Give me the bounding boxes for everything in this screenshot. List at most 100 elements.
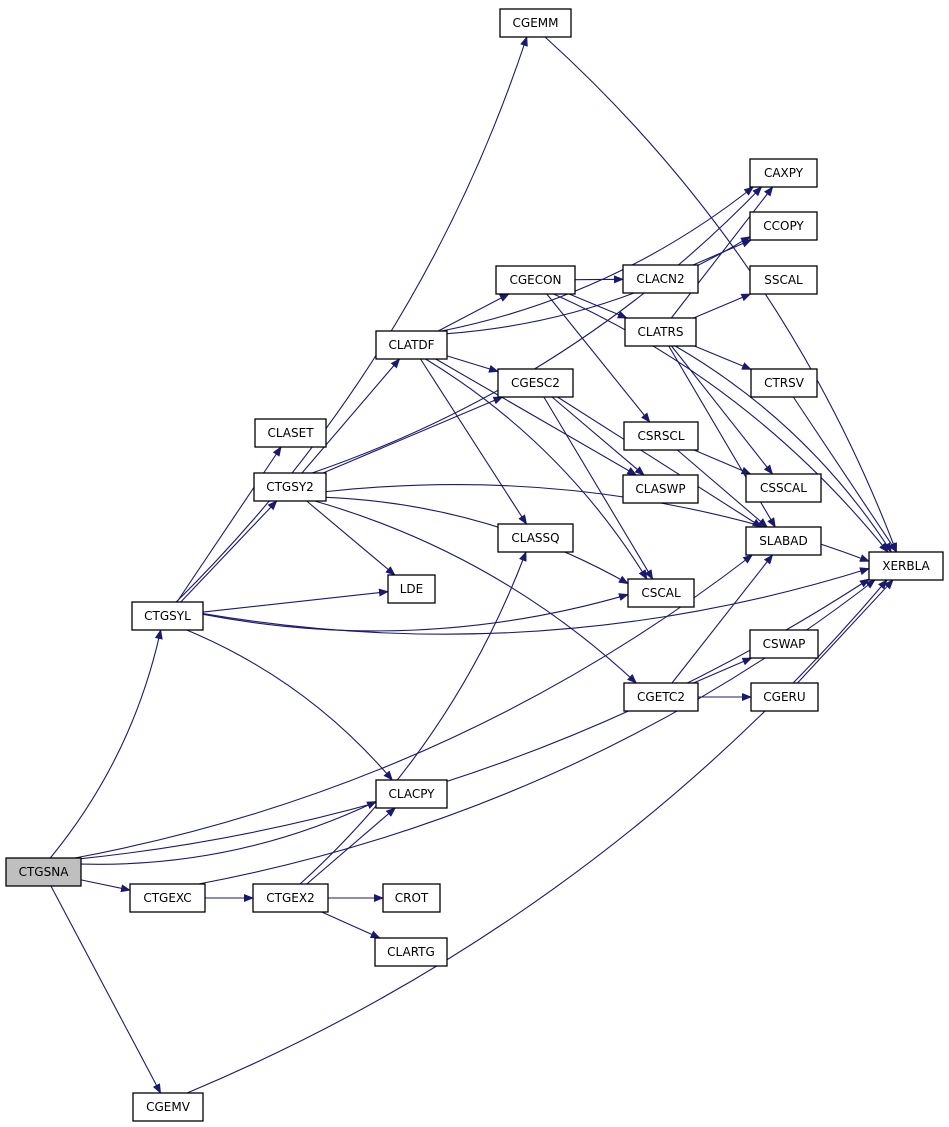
node-label: SLABAD [759,534,807,548]
node-cgesc2[interactable]: CGESC2 [497,368,574,398]
node-ctgsy2[interactable]: CTGSY2 [253,472,327,502]
node-box [627,578,695,608]
edge-cgecon-to-clatrs [568,293,628,319]
node-box [745,473,822,503]
node-box [499,8,572,38]
edge-ctgsna-to-cgemv [50,885,162,1094]
node-xerbla[interactable]: XERBLA [868,551,944,581]
node-ccopy[interactable]: CCOPY [749,211,818,241]
node-clacn2[interactable]: CLACN2 [622,264,699,294]
node-label: CGEMM [513,16,559,30]
node-box [623,421,699,451]
node-box [497,523,574,553]
edge-clatdf-to-cgecon [437,293,510,332]
node-csrscl[interactable]: CSRSCL [623,421,699,451]
node-label: CAXPY [764,166,804,180]
node-clatrs[interactable]: CLATRS [624,317,697,347]
node-clartg[interactable]: CLARTG [374,937,448,967]
node-box [375,330,448,360]
node-cgecon[interactable]: CGECON [495,265,576,295]
node-label: CLATRS [638,325,684,339]
node-box [252,883,329,913]
edge-cgetc2-to-slabad [671,554,774,684]
node-label: CGERU [763,690,805,704]
node-csscal[interactable]: CSSCAL [745,473,822,503]
node-box [868,551,944,581]
node-sscal[interactable]: SSCAL [749,265,818,295]
node-clatdf[interactable]: CLATDF [375,330,448,360]
node-ctgsna[interactable]: CTGSNA [5,857,82,887]
edge-ctgsy2-to-caxpy [311,186,763,474]
edge-cgesc2-to-cscal [543,396,654,580]
edge-ctgex2-to-classq [299,551,527,885]
edge-ctgsy2-to-cgesc2 [322,396,504,474]
node-label: CLASSQ [511,531,559,545]
node-box [750,682,819,712]
edge-csrscl-to-csscal [693,449,752,475]
edge-cgetc2-to-cswap [693,657,753,684]
node-lde[interactable]: LDE [387,574,436,604]
edge-clatdf-to-caxpy [441,186,755,332]
node-cgemm[interactable]: CGEMM [499,8,572,38]
node-label: CLARTG [387,945,435,959]
node-label: CLASET [267,426,314,440]
node-cgeru[interactable]: CGERU [750,682,819,712]
node-caxpy[interactable]: CAXPY [749,158,818,188]
node-claswp[interactable]: CLASWP [622,474,699,504]
node-cscal[interactable]: CSCAL [627,578,695,608]
edge-ctgsyl-to-cgemm [175,36,528,603]
node-label: CLACN2 [636,272,684,286]
node-label: CSRSCL [637,429,684,443]
node-classq[interactable]: CLASSQ [497,523,574,553]
edge-cgecon-to-csrscl [546,293,651,423]
edge-clatrs-to-ctrsv [694,345,752,370]
edge-ctgsyl-to-xerbla [202,567,870,635]
node-box [624,317,697,347]
node-box [745,526,822,556]
node-cswap[interactable]: CSWAP [749,629,819,659]
edge-clatdf-to-cscal [425,358,648,580]
edge-clatrs-to-caxpy [670,186,774,319]
node-label: CGESC2 [511,376,560,390]
node-cgetc2[interactable]: CGETC2 [623,682,699,712]
node-label: SSCAL [764,273,803,287]
node-box [254,418,327,448]
edge-cgemv-to-xerbla [186,579,888,1094]
node-label: CSSCAL [760,481,807,495]
node-cgemv[interactable]: CGEMV [132,1092,204,1122]
node-box [495,265,576,295]
node-box [5,857,82,887]
edge-ctgsyl-to-cscal [202,593,629,632]
node-box [374,937,448,967]
edge-ctgsyl-to-ctgsy2 [180,500,278,603]
node-label: CTGEXC [143,891,191,905]
edge-ctgsyl-to-lde [202,588,389,613]
edge-cgeru-to-xerbla [797,579,894,684]
edge-ctgsyl-to-clacpy [186,629,393,781]
edge-ctgsy2-to-cscal [325,496,629,585]
node-box [497,368,574,398]
node-crot[interactable]: CROT [382,883,441,913]
edge-cgesc2-to-slabad [557,396,763,528]
edge-ctgsyl-to-claset [176,446,282,603]
node-ctgex2[interactable]: CTGEX2 [252,883,329,913]
node-ctgsyl[interactable]: CTGSYL [131,601,204,631]
node-slabad[interactable]: SLABAD [745,526,822,556]
node-clacpy[interactable]: CLACPY [375,779,448,809]
node-label: CGECON [509,273,561,287]
node-label: CSCAL [641,586,681,600]
node-ctgexc[interactable]: CTGEXC [129,883,206,913]
node-box [131,601,204,631]
node-box [132,1092,204,1122]
node-label: CTGEX2 [266,891,314,905]
node-box [749,629,819,659]
edge-clatrs-to-csscal [671,345,774,475]
node-label: XERBLA [882,559,930,573]
node-ctrsv[interactable]: CTRSV [750,368,818,398]
edge-ctgexc-to-xerbla [198,579,876,885]
node-box [749,265,818,295]
edge-ctgex2-to-clartg [321,911,381,939]
node-claset[interactable]: CLASET [254,418,327,448]
edge-cgecon-to-xerbla [553,293,889,553]
